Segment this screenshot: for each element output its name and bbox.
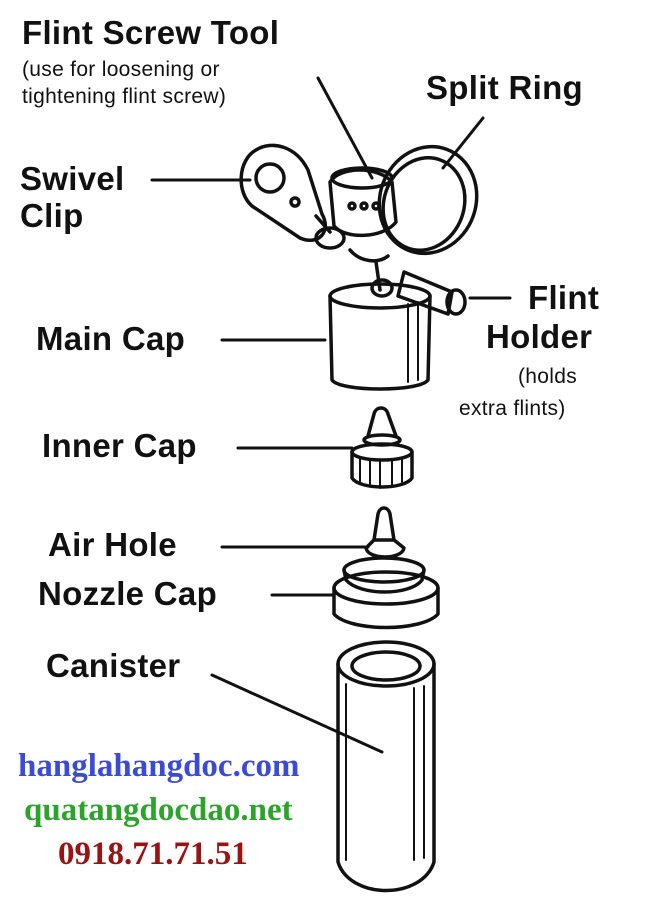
label-inner-cap: Inner Cap — [42, 427, 197, 464]
label-flint-holder-note-2: extra flints) — [459, 397, 566, 420]
leader-flint-screw-tool — [316, 76, 374, 180]
main-cap-shape — [328, 282, 432, 391]
label-flint-holder-line-2: Holder — [486, 318, 593, 355]
swivel-clip-shape — [239, 143, 346, 250]
leader-split-ring — [441, 116, 485, 170]
canister-shape — [336, 640, 436, 893]
nozzle-cap-shape — [332, 506, 440, 630]
label-swivel-clip-line-2: Clip — [20, 197, 84, 234]
inner-cap-shape — [350, 406, 414, 489]
label-nozzle-cap: Nozzle Cap — [38, 575, 218, 612]
watermark-website-2: quatangdocdao.net — [24, 792, 293, 828]
flint-holder-shape — [396, 270, 467, 316]
label-flint-screw-tool: Flint Screw Tool — [22, 14, 280, 51]
label-flint-screw-tool-note-1: (use for loosening or — [22, 58, 220, 81]
label-split-ring: Split Ring — [426, 69, 583, 106]
watermark-phone: 0918.71.71.51 — [58, 836, 248, 872]
label-air-hole: Air Hole — [48, 526, 177, 563]
label-main-cap: Main Cap — [36, 320, 186, 357]
label-canister: Canister — [46, 647, 181, 684]
leader-lines — [150, 76, 512, 754]
label-swivel-clip-line-1: Swivel — [20, 160, 125, 197]
leader-canister — [210, 673, 384, 754]
split-ring-shape — [377, 144, 479, 256]
label-flint-screw-tool-note-2: tightening flint screw) — [22, 85, 227, 108]
label-flint-holder-line-1: Flint — [528, 279, 600, 316]
watermark-website-1: hanglahangdoc.com — [18, 748, 300, 784]
label-flint-holder-note-1: (holds — [518, 365, 577, 388]
